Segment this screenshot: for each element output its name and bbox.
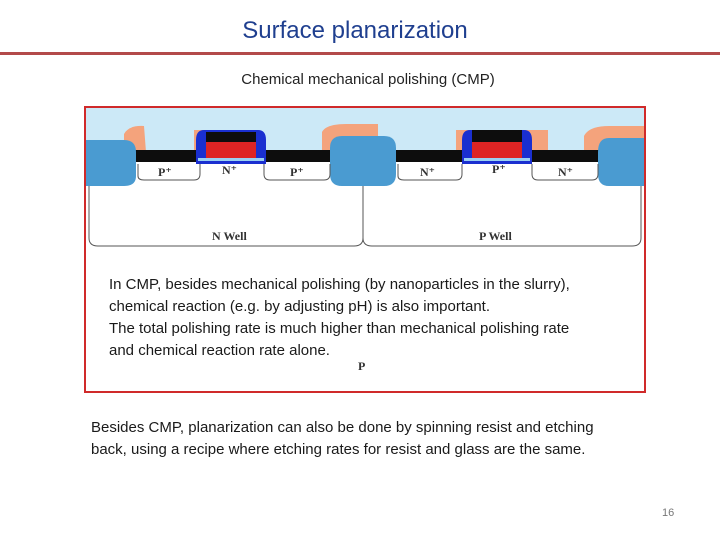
n-well-outline [88,186,364,247]
gate-oxide-left [198,158,264,161]
etch-back-line: back, using a recipe where etching rates… [91,441,586,458]
label-p-substrate: P [358,359,365,373]
p-well-outline [362,186,642,247]
gate-oxide-right [464,158,530,161]
gate-metal-left [206,132,256,142]
cmp-explanation: In CMP, besides mechanical polishing (by… [109,274,639,362]
junction-p-mid [263,164,331,181]
title-underline [0,52,720,55]
page-number: 16 [662,507,675,519]
cmp-explanation-line: chemical reaction (e.g. by adjusting pH)… [109,298,491,315]
label-p-plus-mid: P⁺ [290,165,304,179]
label-p-plus-right: P⁺ [492,162,506,176]
isolation-right [598,138,644,186]
etch-back-note: Besides CMP, planarization can also be d… [91,417,691,461]
label-n-plus-mid: N⁺ [420,165,435,179]
slide-subtitle: Chemical mechanical polishing (CMP) [241,71,495,88]
gate-poly-left [206,142,256,158]
cmp-explanation-line: The total polishing rate is much higher … [109,320,570,337]
gate-poly-right [472,142,522,158]
cmos-cross-section-diagram: P⁺ N⁺ P⁺ N⁺ P⁺ N⁺ N Well P Well P [84,106,646,393]
label-n-well: N Well [212,229,247,243]
cmp-explanation-line: In CMP, besides mechanical polishing (by… [109,276,570,293]
label-n-plus-left: N⁺ [222,163,237,177]
junction-n-right [531,164,599,181]
cross-section-svg: P⁺ N⁺ P⁺ N⁺ P⁺ N⁺ N Well P Well P [84,106,646,393]
label-p-plus-left: P⁺ [158,165,172,179]
etch-back-line: Besides CMP, planarization can also be d… [91,419,594,436]
isolation-middle [330,136,396,186]
slide-title: Surface planarization [242,17,468,44]
cmp-explanation-line: and chemical reaction rate alone. [109,342,330,359]
label-n-plus-right: N⁺ [558,165,573,179]
gate-metal-right [472,130,522,142]
label-p-well: P Well [479,229,512,243]
junction-p-left [137,164,201,181]
isolation-left [86,140,136,186]
junction-n-left [397,164,463,181]
